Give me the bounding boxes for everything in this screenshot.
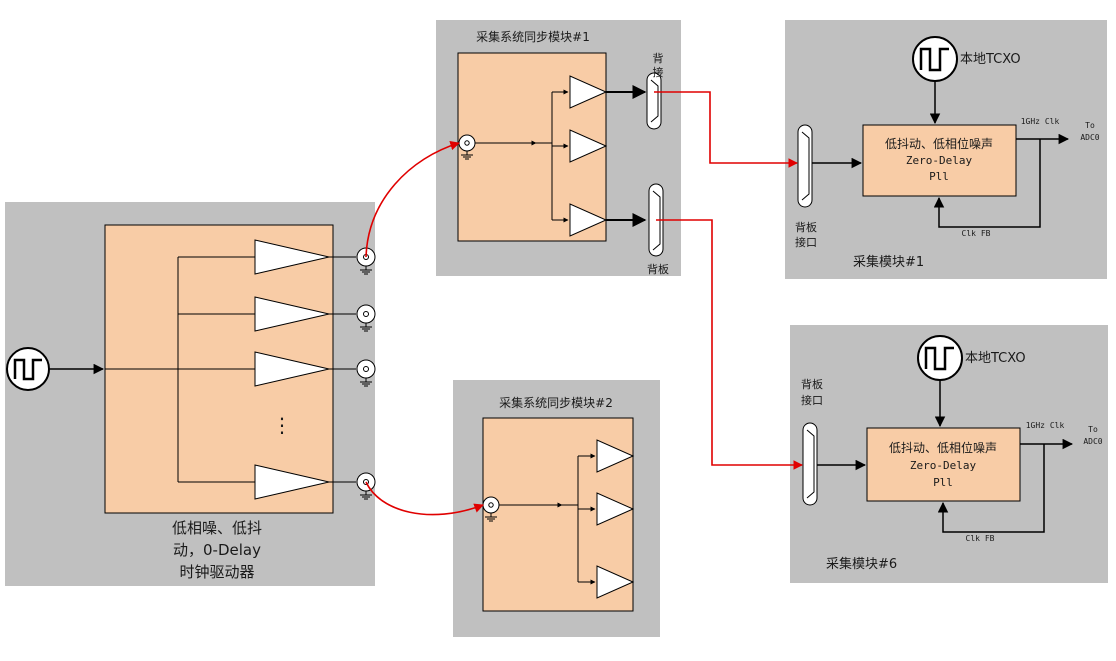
coax-connector-icon	[482, 496, 500, 522]
acq-module-1-to-label-1: To	[1085, 121, 1095, 130]
acq-module-6: 本地TCXO 低抖动、低相位噪声 Zero-Delay Pll 背板 接口 1G…	[790, 325, 1108, 583]
driver-label-line-3: 时钟驱动器	[179, 563, 254, 581]
driver-label-line-1: 低相噪、低抖	[172, 519, 262, 537]
tcxo-clock-icon	[912, 36, 958, 82]
sync-module-1-backplane-bottom: 背板	[647, 262, 669, 276]
acq-module-1-pll-line-2: Zero-Delay	[906, 154, 973, 167]
acq-module-6-pll-block	[866, 427, 1021, 502]
acq-module-6-out-label: 1GHz Clk	[1026, 421, 1065, 430]
acq-module-1-pll-block	[862, 124, 1017, 197]
coax-link-driver-to-sync1	[365, 140, 460, 258]
acq-module-6-pll-line-3: Pll	[933, 476, 953, 489]
coax-link-driver-to-sync2	[365, 481, 484, 516]
acq-module-6-connector-label-2: 接口	[801, 394, 823, 407]
acq-module-6-pll-line-2: Zero-Delay	[910, 459, 977, 472]
backplane-connector-icon	[646, 72, 662, 130]
coax-connector-icon	[356, 359, 376, 387]
acq-module-1-title: 采集模块#1	[853, 254, 924, 270]
coax-connector-icon	[458, 134, 476, 160]
driver-panel: ⋮ 低相噪、低抖 动，0-Delay 时钟驱动器	[5, 202, 376, 586]
backplane-link-sync1-to-acq6	[656, 219, 803, 470]
acq-module-6-tcxo-label: 本地TCXO	[965, 351, 1026, 366]
driver-buffer-2	[254, 296, 330, 332]
acq-module-1-pll-line-1: 低抖动、低相位噪声	[885, 136, 993, 151]
backplane-connector-icon	[797, 124, 813, 208]
acq-module-6-title: 采集模块#6	[826, 556, 897, 572]
red-links	[365, 91, 803, 516]
sync-module-2-title: 采集系统同步模块#2	[499, 395, 613, 410]
driver-buffer-3	[254, 351, 330, 387]
acq-module-6-fb-label: Clk FB	[966, 534, 995, 543]
acq-module-1-pll-line-3: Pll	[929, 170, 949, 183]
acq-module-6-to-label-2: ADC0	[1083, 437, 1102, 446]
sync-module-1-title: 采集系统同步模块#1	[476, 29, 590, 44]
acq-module-1-connector-label-1: 背板	[795, 220, 817, 234]
acq-module-1-fb-label: Clk FB	[962, 229, 991, 238]
backplane-connector-icon	[802, 422, 818, 506]
driver-ellipsis: ⋮	[272, 413, 292, 437]
acq-module-6-pll-line-1: 低抖动、低相位噪声	[889, 440, 997, 455]
driver-buffer-1	[254, 239, 330, 275]
sync-module-1-backplane-top: 背	[653, 51, 664, 65]
coax-connector-icon	[356, 304, 376, 332]
sync-module-1-backplane-top-2: 接	[653, 66, 664, 79]
backplane-link-sync1-to-acq1	[654, 91, 798, 168]
clock-source-icon	[6, 347, 50, 391]
acq-module-1: 本地TCXO 低抖动、低相位噪声 Zero-Delay Pll 背板 接口 1G…	[785, 20, 1107, 279]
tcxo-clock-icon	[917, 335, 963, 381]
sync-module-2: 采集系统同步模块#2	[453, 380, 660, 637]
acq-module-6-to-label-1: To	[1088, 425, 1098, 434]
acq-module-6-connector-label-1: 背板	[801, 377, 823, 391]
acq-module-1-tcxo-label: 本地TCXO	[960, 52, 1021, 67]
driver-buffer-4	[254, 464, 330, 500]
acq-module-1-out-label: 1GHz Clk	[1021, 117, 1060, 126]
acq-module-1-to-label-2: ADC0	[1080, 133, 1099, 142]
acq-module-1-connector-label-2: 接口	[795, 236, 817, 249]
driver-label-line-2: 动，0-Delay	[173, 541, 261, 559]
sync-module-1: 采集系统同步模块#1 背 接 背板	[436, 20, 681, 276]
